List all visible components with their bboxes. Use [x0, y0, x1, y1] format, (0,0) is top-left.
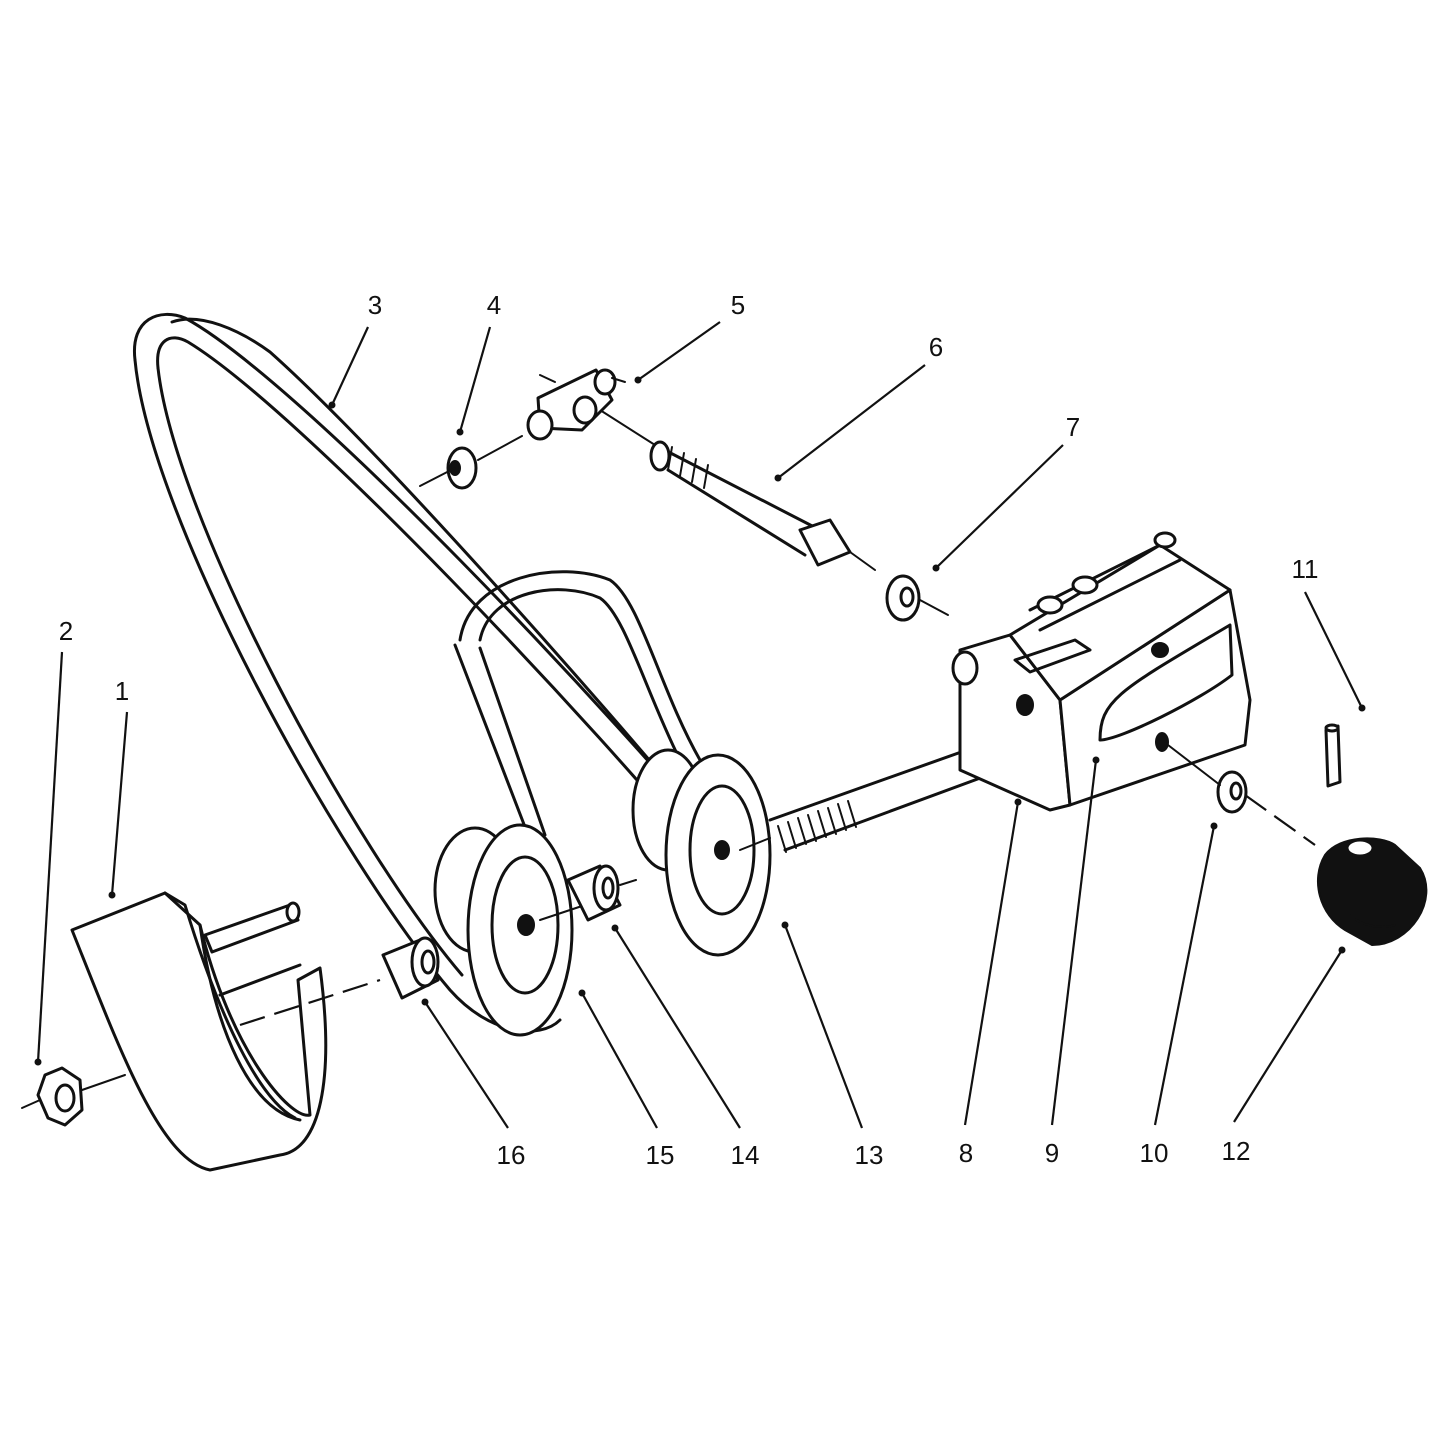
callout-12: 12	[1222, 1136, 1251, 1166]
clevis-block	[526, 368, 626, 441]
callout-13: 13	[855, 1140, 884, 1170]
callout-2: 2	[59, 616, 73, 646]
callout-14: 14	[731, 1140, 760, 1170]
callout-16: 16	[497, 1140, 526, 1170]
leader-dots	[34, 376, 1366, 1066]
callout-7: 7	[1066, 412, 1080, 442]
leader-13	[783, 924, 864, 1129]
roll-pin	[1324, 723, 1342, 788]
callout-labels: 1 2 3 4 5 6 7 8 9 10 11 12 13 14 15 16	[59, 290, 1319, 1170]
spacer-upper	[566, 864, 637, 922]
lower-pulley	[433, 823, 586, 1037]
leader-9	[1050, 759, 1098, 1126]
spacer-lower	[381, 936, 440, 1000]
leader-12	[1233, 949, 1343, 1123]
leader-1	[110, 711, 129, 896]
callout-6: 6	[929, 332, 943, 362]
callout-10: 10	[1140, 1138, 1169, 1168]
leader-3	[331, 326, 369, 406]
callout-9: 9	[1045, 1138, 1059, 1168]
leader-16	[424, 1001, 509, 1129]
callout-4: 4	[487, 290, 501, 320]
callout-1: 1	[115, 676, 129, 706]
leader-14	[614, 927, 741, 1129]
callout-11: 11	[1292, 554, 1319, 584]
hex-nut	[21, 1066, 126, 1127]
leader-6	[777, 364, 926, 479]
rod-threads	[777, 800, 857, 853]
leader-10	[1153, 825, 1216, 1126]
leader-4	[458, 326, 492, 433]
leader-5	[637, 321, 721, 381]
callout-5: 5	[731, 290, 745, 320]
short-v-belt	[453, 570, 702, 842]
leader-8	[963, 801, 1020, 1126]
bracket	[951, 531, 1252, 812]
leader-7	[935, 444, 1064, 569]
callout-15: 15	[646, 1140, 675, 1170]
upper-pulley	[631, 748, 772, 957]
e-clip	[419, 435, 523, 490]
callout-8: 8	[959, 1138, 973, 1168]
leader-lines	[36, 321, 1363, 1129]
washer-upper	[885, 574, 949, 622]
belt-guard	[70, 891, 381, 1172]
leader-15	[581, 992, 658, 1129]
adjustment-knob	[1316, 837, 1428, 947]
leader-2	[36, 651, 64, 1063]
idler-shaft	[599, 409, 876, 571]
leader-11	[1304, 591, 1363, 709]
washer-lower	[1167, 744, 1316, 846]
callout-3: 3	[368, 290, 382, 320]
